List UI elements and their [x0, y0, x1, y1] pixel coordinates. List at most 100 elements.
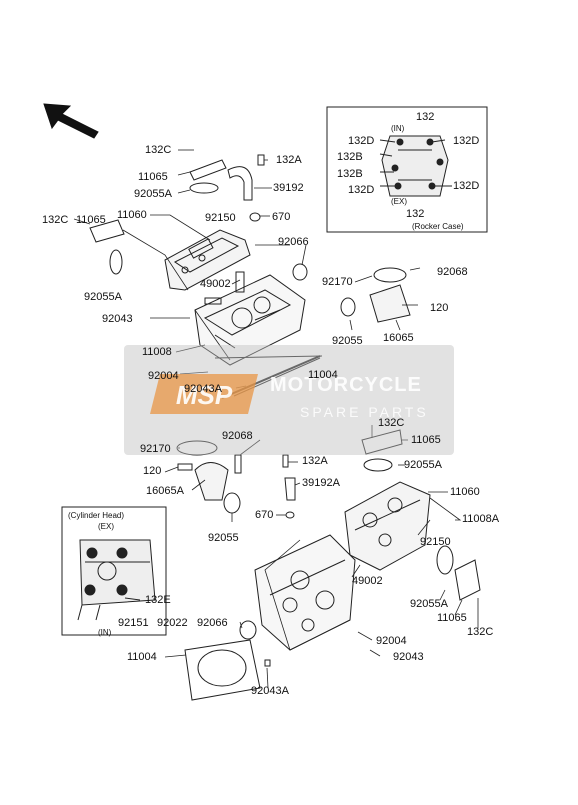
long-gasket-11004	[214, 355, 323, 359]
msp-logo-icon: MSP	[150, 374, 258, 414]
oring-92055-lower	[223, 492, 241, 514]
part-label: 92004	[376, 635, 407, 647]
intake-joint-16065a	[194, 462, 229, 501]
inset-in-label: (IN)	[391, 124, 405, 133]
part-label: 92055	[208, 532, 239, 544]
part-label: 92055	[332, 335, 363, 347]
part-label: 11065	[76, 214, 106, 226]
part-label: 132D	[348, 135, 375, 147]
plate-11065-lower	[361, 429, 403, 455]
part-label: 132C	[145, 144, 172, 156]
cylinder-gasket-11004	[184, 639, 261, 701]
ring-670	[249, 212, 261, 222]
clamp-92170	[373, 267, 407, 283]
gasket-92055a-lower	[363, 458, 393, 472]
part-label: 92068	[437, 266, 468, 278]
part-label: 132A	[276, 154, 302, 166]
part-label: 16065A	[146, 485, 184, 497]
part-label: 92150	[205, 212, 236, 224]
watermark-line1: MOTORCYCLE	[270, 374, 422, 396]
part-label: 92170	[140, 443, 171, 455]
inset-in-label: (IN)	[98, 628, 112, 637]
part-label: 39192	[273, 182, 304, 194]
upper-gasket-92055a	[189, 182, 219, 194]
inset-ex-label: (EX)	[98, 522, 114, 531]
part-label: 39192A	[302, 477, 340, 489]
part-label: 132B	[337, 151, 363, 163]
clamp-92170-lower	[176, 440, 218, 456]
upper-rocker-cover	[164, 229, 251, 291]
part-label: 132	[416, 111, 435, 123]
part-label: 92055A	[404, 459, 442, 471]
part-label: 11065	[411, 434, 441, 446]
part-label: 92043A	[184, 383, 222, 395]
part-label: 670	[255, 509, 274, 521]
part-label: 132D	[453, 135, 480, 147]
part-label: 132B	[337, 168, 363, 180]
upper-intake-hose	[227, 166, 253, 201]
part-label: 92043	[393, 651, 424, 663]
part-label: 670	[272, 211, 291, 223]
part-label: 92004	[148, 370, 179, 382]
part-label: 11004	[127, 651, 157, 663]
rocker-case-inset-drawing	[379, 135, 452, 197]
part-label: 132	[406, 208, 425, 220]
inset-ex-label: (EX)	[391, 197, 407, 206]
part-label: 92055A	[84, 291, 122, 303]
oring-92055	[340, 297, 356, 317]
part-label: 92151	[118, 617, 149, 629]
part-label: 120	[143, 465, 162, 477]
part-label: 49002	[352, 575, 383, 587]
plate-11065-right	[454, 559, 481, 601]
part-label: 92170	[322, 276, 353, 288]
rocker-case-caption: (Rocker Case)	[412, 222, 464, 231]
left-gasket-92055a	[109, 249, 123, 275]
watermark-line2: SPARE PARTS	[300, 404, 429, 420]
part-label: 92150	[420, 536, 451, 548]
part-label: 132C	[467, 626, 494, 638]
part-label: 92043	[102, 313, 133, 325]
part-label: 132C	[42, 214, 69, 226]
part-label: 132E	[145, 594, 171, 606]
part-label: 132C	[378, 417, 405, 429]
cylinder-head-inset-drawing	[77, 539, 156, 621]
intake-joint-16065	[369, 284, 411, 323]
fitting-39192a	[284, 477, 296, 501]
part-label: 92043A	[251, 685, 289, 697]
oil-seal-92066	[292, 263, 308, 281]
part-label: 11060	[450, 486, 480, 498]
bolt-132a	[257, 154, 265, 166]
bolt-120	[177, 463, 193, 471]
part-label: 92055A	[134, 188, 172, 200]
part-label: 49002	[200, 278, 231, 290]
cylinder-head-caption: (Cylinder Head)	[68, 511, 125, 520]
lower-cylinder-head	[254, 534, 356, 651]
svg-text:MSP: MSP	[176, 380, 233, 410]
part-label: 132A	[302, 455, 328, 467]
part-label: 92066	[197, 617, 228, 629]
part-label: 120	[430, 302, 449, 314]
upper-plate-11065	[189, 159, 227, 181]
part-label: 16065	[383, 332, 414, 344]
upper-cylinder-head	[194, 271, 306, 366]
part-label: 132D	[453, 180, 480, 192]
bolt-132a-lower	[282, 454, 289, 468]
part-label: 92068	[222, 430, 253, 442]
left-plate-11065	[89, 219, 125, 243]
pipe-92068	[234, 454, 242, 474]
part-label: 11065	[437, 612, 467, 624]
ring-670-lower	[285, 511, 295, 519]
lower-rocker-cover	[344, 481, 431, 571]
part-label: 11008A	[462, 513, 500, 525]
part-label: 132D	[348, 184, 375, 196]
part-label: 92055A	[410, 598, 448, 610]
part-label: 11065	[138, 171, 168, 183]
part-label: 11004	[308, 369, 338, 381]
part-label: 92022	[157, 617, 188, 629]
dowel-92043a	[264, 659, 271, 667]
front-direction-arrow-icon	[43, 103, 99, 139]
part-label: 11008	[142, 346, 172, 358]
oil-seal-92066-lower	[239, 620, 257, 640]
